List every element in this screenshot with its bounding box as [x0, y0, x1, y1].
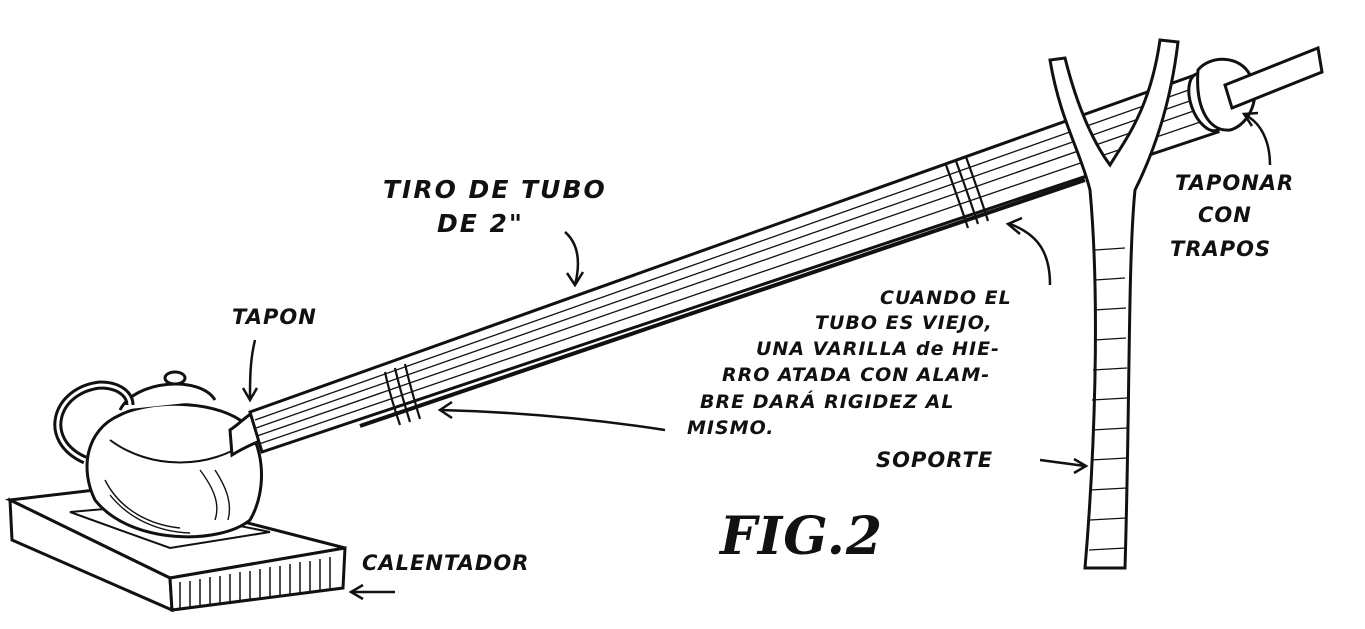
note-line5: BRE DARÁ RIGIDEZ AL: [700, 391, 955, 413]
rags-label-line2: CON: [1198, 203, 1252, 227]
tube-label-line2: DE 2": [437, 209, 524, 238]
support-label: SOPORTE: [876, 448, 994, 472]
support-branch: [1048, 38, 1180, 570]
note-line6: MISMO.: [687, 417, 775, 439]
kettle: [53, 370, 264, 539]
rags-plug: [1196, 45, 1324, 132]
heater-label: CALENTADOR: [362, 551, 530, 575]
arrows: [241, 111, 1272, 601]
note-line3: UNA VARILLA de HIE-: [756, 338, 1000, 360]
tube-label-line1: TIRO DE TUBO: [383, 175, 607, 204]
figure-caption: FIG.2: [720, 506, 884, 567]
plug-label: TAPON: [232, 305, 317, 329]
rags-label-line1: TAPONAR: [1175, 171, 1295, 195]
note-line4: RRO ATADA CON ALAM-: [722, 364, 991, 386]
note-line1: CUANDO EL: [880, 287, 1012, 309]
note-line2: TUBO ES VIEJO,: [815, 312, 993, 334]
rags-label-line3: TRAPOS: [1170, 237, 1272, 261]
